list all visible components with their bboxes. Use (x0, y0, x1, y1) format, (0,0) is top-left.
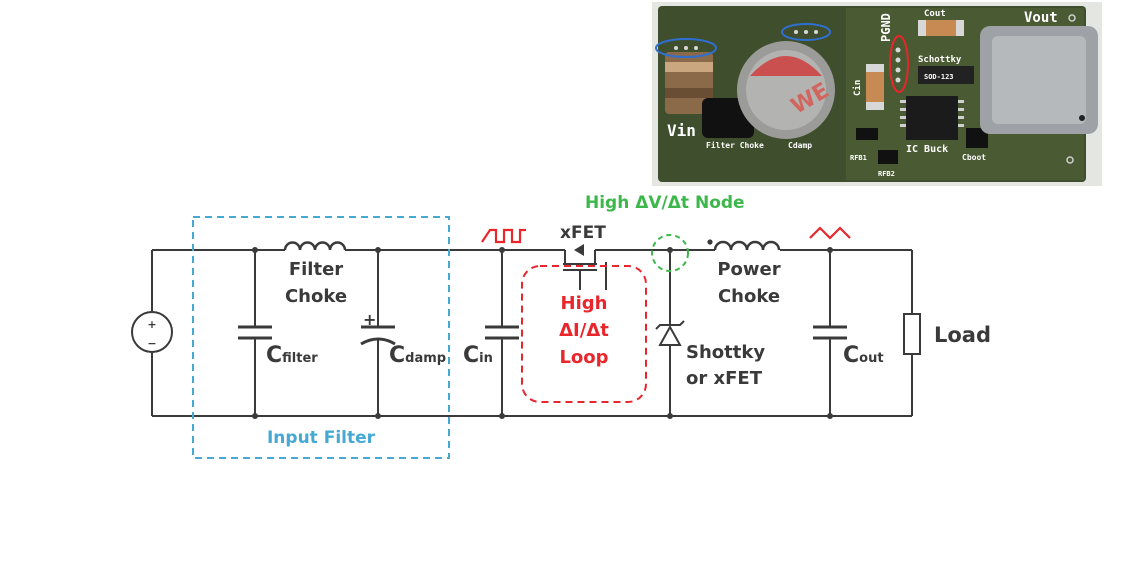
pcb-label-cout: Cout (924, 9, 946, 19)
pcb-label-cboot: Cboot (962, 153, 986, 162)
source-plus: + (147, 318, 156, 331)
pcb-label-diode-code: SOD-123 (924, 73, 954, 81)
source-minus: − (147, 337, 156, 350)
capacitors (238, 325, 847, 346)
via (814, 30, 818, 34)
via (804, 30, 808, 34)
via (684, 46, 688, 50)
voltage-source: + − (131, 311, 173, 353)
pin1-dot (1079, 115, 1085, 121)
cap-end (956, 20, 964, 36)
cin-capacitor (866, 64, 884, 110)
filter-choke-label-line2: Choke (285, 286, 347, 307)
c-out-label: Cout (843, 343, 884, 368)
pcb-label-vout: Vout (1024, 10, 1058, 26)
high-di-dt-loop-box (521, 265, 647, 403)
via (674, 46, 678, 50)
pcb-label-cdamp: Cdamp (788, 141, 812, 150)
load-resistor (903, 313, 921, 355)
pcb-label-vin: Vin (667, 121, 696, 140)
choke-stripe (665, 88, 713, 98)
pgnd-highlight (889, 35, 909, 93)
c-filter-label: Cfilter (266, 343, 318, 368)
triangle-wave-icon (809, 226, 851, 240)
diode-label-line1: Shottky (686, 342, 765, 363)
cap-end (918, 20, 926, 36)
via (895, 57, 901, 63)
pcb-label-rfb1: RFB1 (850, 154, 867, 162)
pcb-label-rfb2: RFB2 (878, 170, 895, 178)
square-wave-icon (481, 228, 526, 244)
via (1066, 156, 1074, 164)
source-circle (131, 311, 173, 353)
polarity-dot (707, 239, 713, 245)
cap-marking (750, 56, 822, 76)
ic-pins (900, 100, 964, 127)
rfb2-resistor (878, 150, 898, 164)
high-dv-dt-node-circle (651, 234, 689, 272)
junction-dots (252, 247, 833, 419)
c-damp-curved-plate (360, 337, 396, 346)
load-label: Load (934, 323, 991, 347)
filter-choke-label-line1: Filter (289, 259, 343, 280)
pcb-photo: WE (652, 2, 1102, 186)
cap-end (866, 102, 884, 110)
schottky-diode (918, 66, 974, 84)
input-filter-box (192, 216, 450, 459)
schottky-diode-symbol (655, 320, 685, 346)
via (895, 77, 901, 83)
via (794, 30, 798, 34)
power-choke-inductor (713, 240, 781, 251)
cap-end (866, 64, 884, 72)
cout-capacitor (918, 20, 964, 36)
c-in-label: Cin (463, 343, 493, 368)
loop-label-line1: High (561, 293, 608, 314)
xfet-symbol (555, 249, 607, 290)
schematic-wires (151, 249, 913, 417)
via (694, 46, 698, 50)
diode-label-line2: or xFET (686, 368, 763, 389)
power-choke-label-line2: Choke (718, 286, 780, 307)
cboot-capacitor (966, 128, 988, 148)
c-damp-plus: + (363, 310, 376, 329)
input-filter-label: Input Filter (267, 428, 376, 448)
xfet-label: xFET (560, 223, 606, 243)
pcb-label-ic-buck: IC Buck (906, 144, 948, 155)
ic-buck (906, 96, 958, 140)
vin-pad-highlight (655, 38, 717, 58)
c-damp-label: Cdamp (389, 343, 446, 368)
loop-label-line3: Loop (559, 347, 608, 368)
choke-stripe (665, 62, 713, 72)
xfet-arrow (574, 244, 584, 256)
filter-choke-inductor (283, 241, 347, 251)
loop-label-line2: ΔI/Δt (559, 320, 609, 341)
pcb-label-pgnd: PGND (879, 13, 893, 42)
via (1068, 14, 1076, 22)
via (895, 47, 901, 53)
rfb1-resistor (856, 128, 878, 140)
pcb-label-filter-choke: Filter Choke (706, 140, 764, 150)
power-choke-label-line1: Power (717, 259, 780, 280)
inductor-top (992, 36, 1086, 124)
pcb-label-schottky: Schottky (918, 55, 962, 65)
pcb-label-cin: Cin (852, 80, 863, 96)
cdamp-pad-highlight (781, 23, 831, 41)
via (895, 67, 901, 73)
high-dv-dt-node-label: High ΔV/Δt Node (585, 193, 745, 213)
